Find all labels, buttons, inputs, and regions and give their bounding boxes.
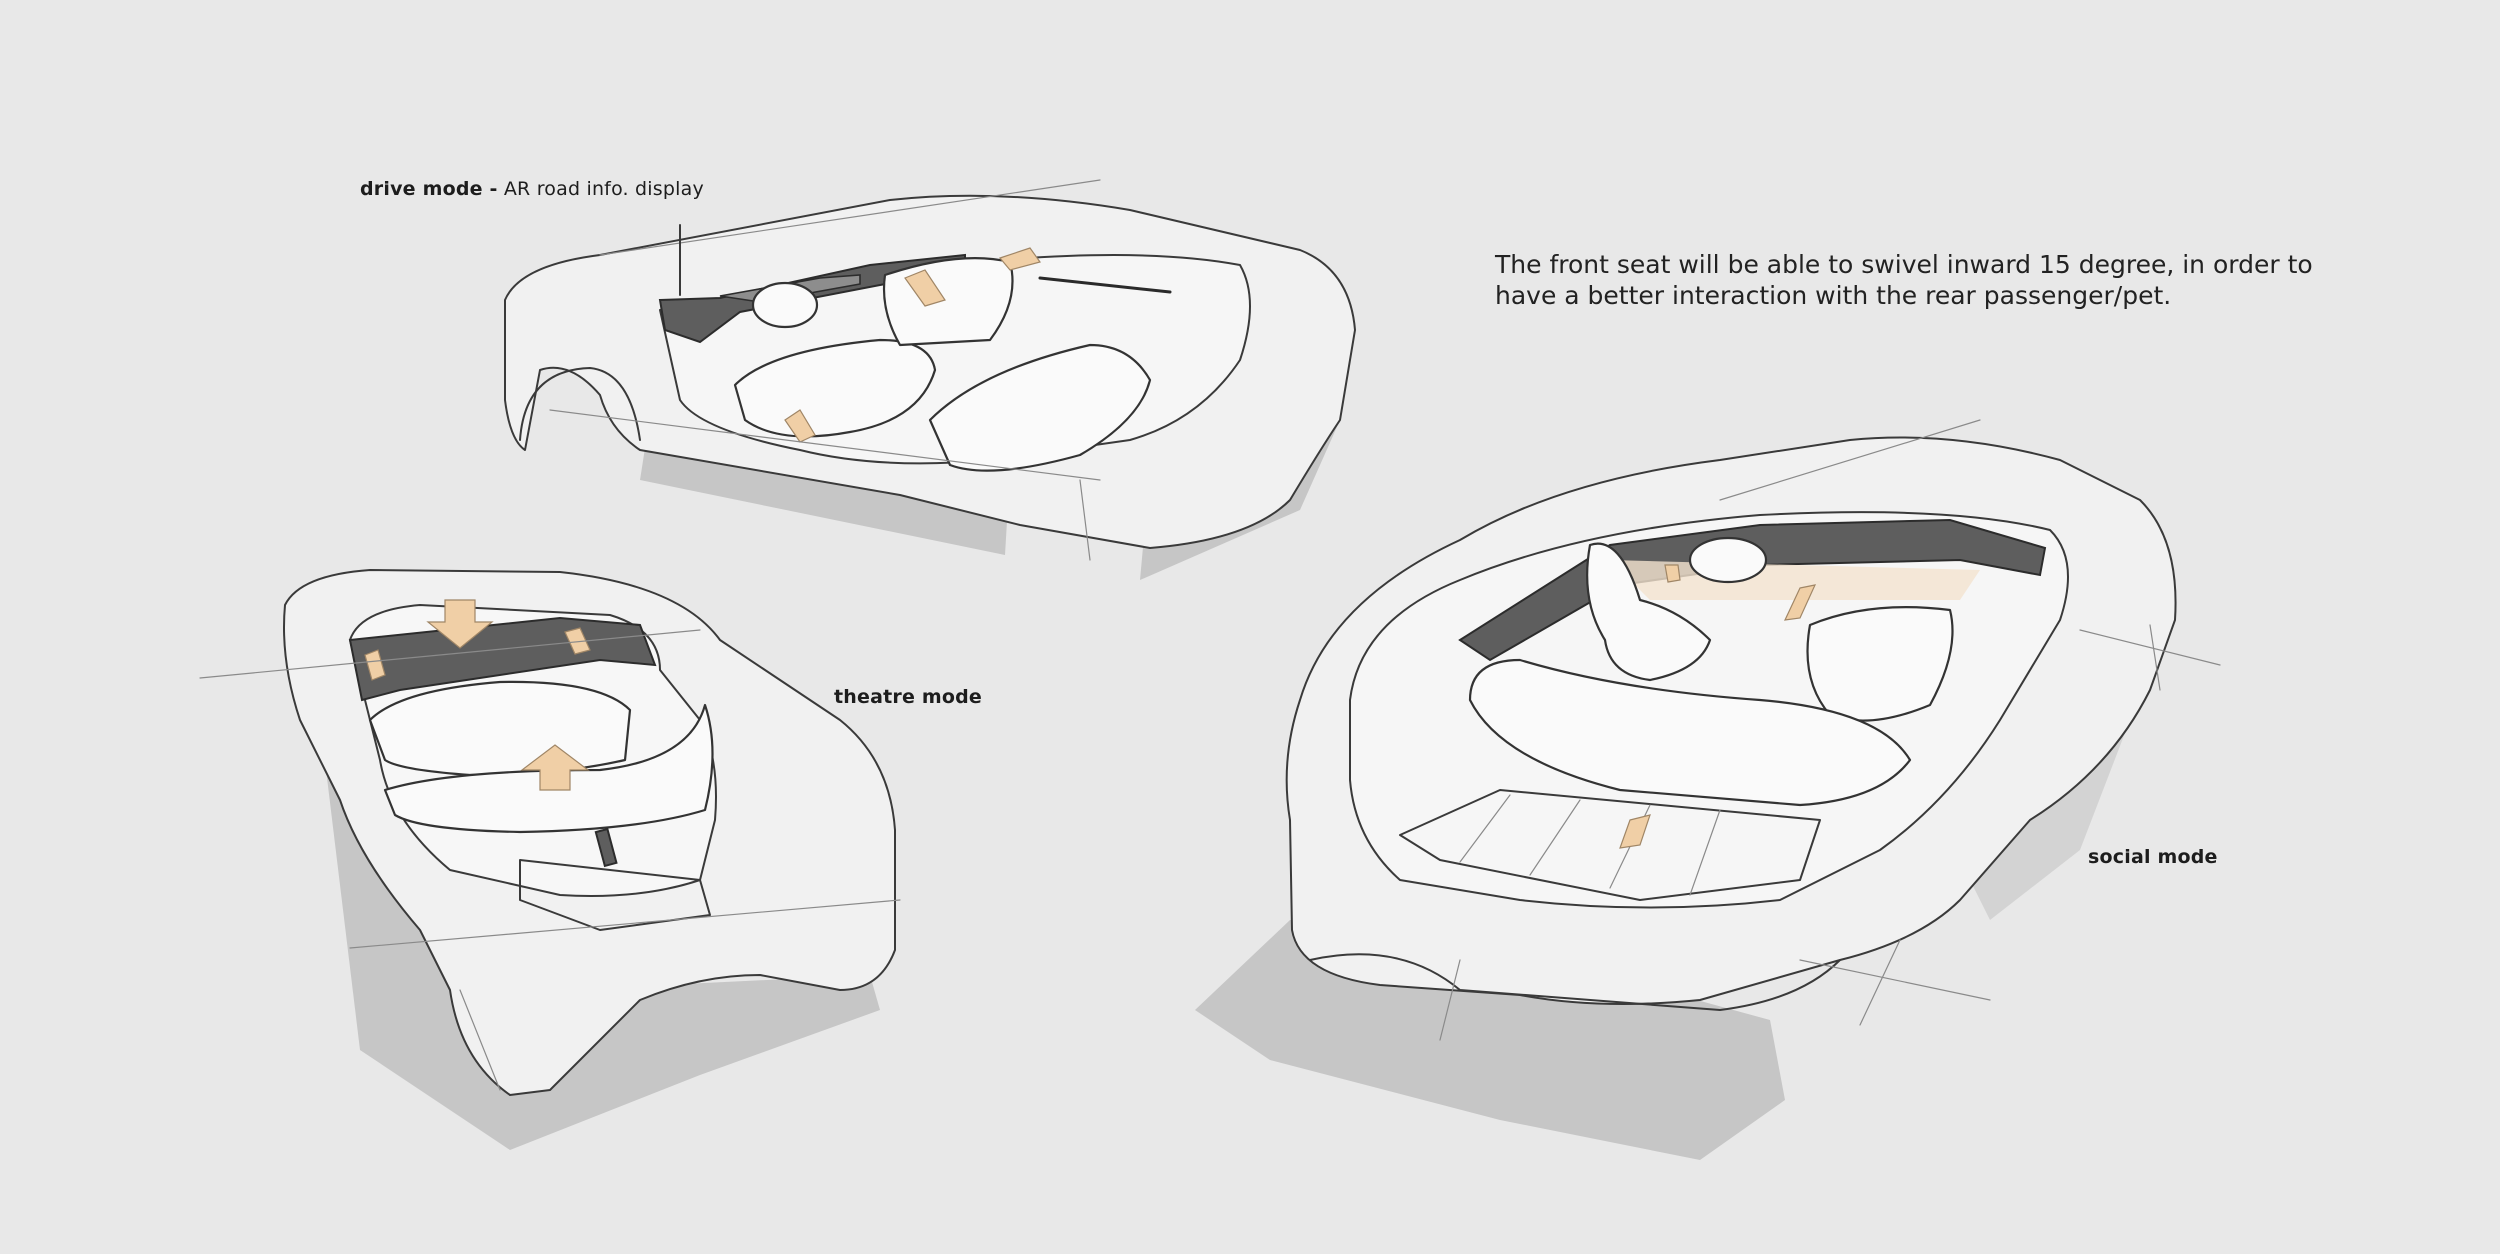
theatre-guide-1 bbox=[199, 629, 701, 679]
social-accent-3 bbox=[1664, 564, 1681, 583]
theatre-rear-bench bbox=[383, 703, 714, 834]
theatre-front-seats bbox=[368, 680, 632, 777]
drive-mode-title: drive mode - bbox=[360, 178, 498, 200]
social-steering-wheel bbox=[1688, 536, 1768, 584]
social-guide-4 bbox=[1859, 939, 1901, 1026]
drive-door-strip bbox=[1038, 276, 1172, 294]
drive-guide-1 bbox=[599, 179, 1101, 256]
social-guide-6 bbox=[1439, 959, 1461, 1041]
drive-guide-2 bbox=[549, 409, 1101, 481]
drive-mode-description: AR road info. display bbox=[503, 178, 704, 200]
theatre-mode-sketch bbox=[199, 569, 901, 1150]
theatre-guide-3 bbox=[459, 989, 501, 1091]
social-mode-label: social mode bbox=[2088, 846, 2218, 868]
social-guide-5 bbox=[2149, 624, 2161, 691]
social-front-seat-right bbox=[1806, 606, 1954, 722]
social-guide-2 bbox=[2079, 629, 2221, 666]
social-accent-2 bbox=[1619, 814, 1651, 849]
drive-front-seat-back bbox=[882, 257, 1014, 347]
social-slat-1 bbox=[1459, 794, 1511, 863]
drive-accent-2 bbox=[904, 269, 946, 307]
theatre-arrow-down bbox=[426, 599, 494, 649]
theatre-accent-2 bbox=[564, 627, 591, 655]
drive-guide-3 bbox=[1079, 479, 1091, 561]
social-guide-3 bbox=[1799, 959, 1991, 1001]
drive-wheel-arch bbox=[519, 367, 641, 441]
swivel-note-line-2: have a better interaction with the rear … bbox=[1495, 281, 2172, 310]
theatre-floor bbox=[519, 859, 711, 931]
theatre-accent-1 bbox=[364, 649, 386, 681]
social-slat-4 bbox=[1689, 809, 1721, 896]
social-rear-bench bbox=[1468, 658, 1912, 807]
swivel-note: The front seat will be able to swivel in… bbox=[1495, 249, 2395, 311]
drive-accent-3 bbox=[998, 247, 1041, 271]
social-slat-2 bbox=[1529, 799, 1581, 876]
drive-mode-label: drive mode - AR road info. display bbox=[360, 178, 704, 200]
social-bumper bbox=[1309, 953, 1841, 1011]
social-floor bbox=[1399, 789, 1821, 901]
social-accent-1 bbox=[1783, 584, 1817, 621]
drive-rear-bench bbox=[928, 343, 1152, 472]
social-front-seat-left bbox=[1586, 542, 1712, 682]
drive-accent-1 bbox=[784, 409, 816, 443]
theatre-floor-tab bbox=[594, 827, 618, 868]
social-guide-1 bbox=[1719, 419, 1981, 501]
swivel-note-line-1: The front seat will be able to swivel in… bbox=[1495, 250, 2313, 279]
drive-mode-sketch bbox=[504, 179, 1356, 580]
theatre-guide-2 bbox=[349, 899, 901, 949]
drive-steering-wheel bbox=[751, 281, 819, 329]
theatre-arrow-up bbox=[520, 744, 590, 791]
social-mode-sketch bbox=[1195, 419, 2221, 1160]
social-shadow bbox=[1195, 920, 1785, 1160]
theatre-mode-label: theatre mode bbox=[834, 686, 983, 708]
